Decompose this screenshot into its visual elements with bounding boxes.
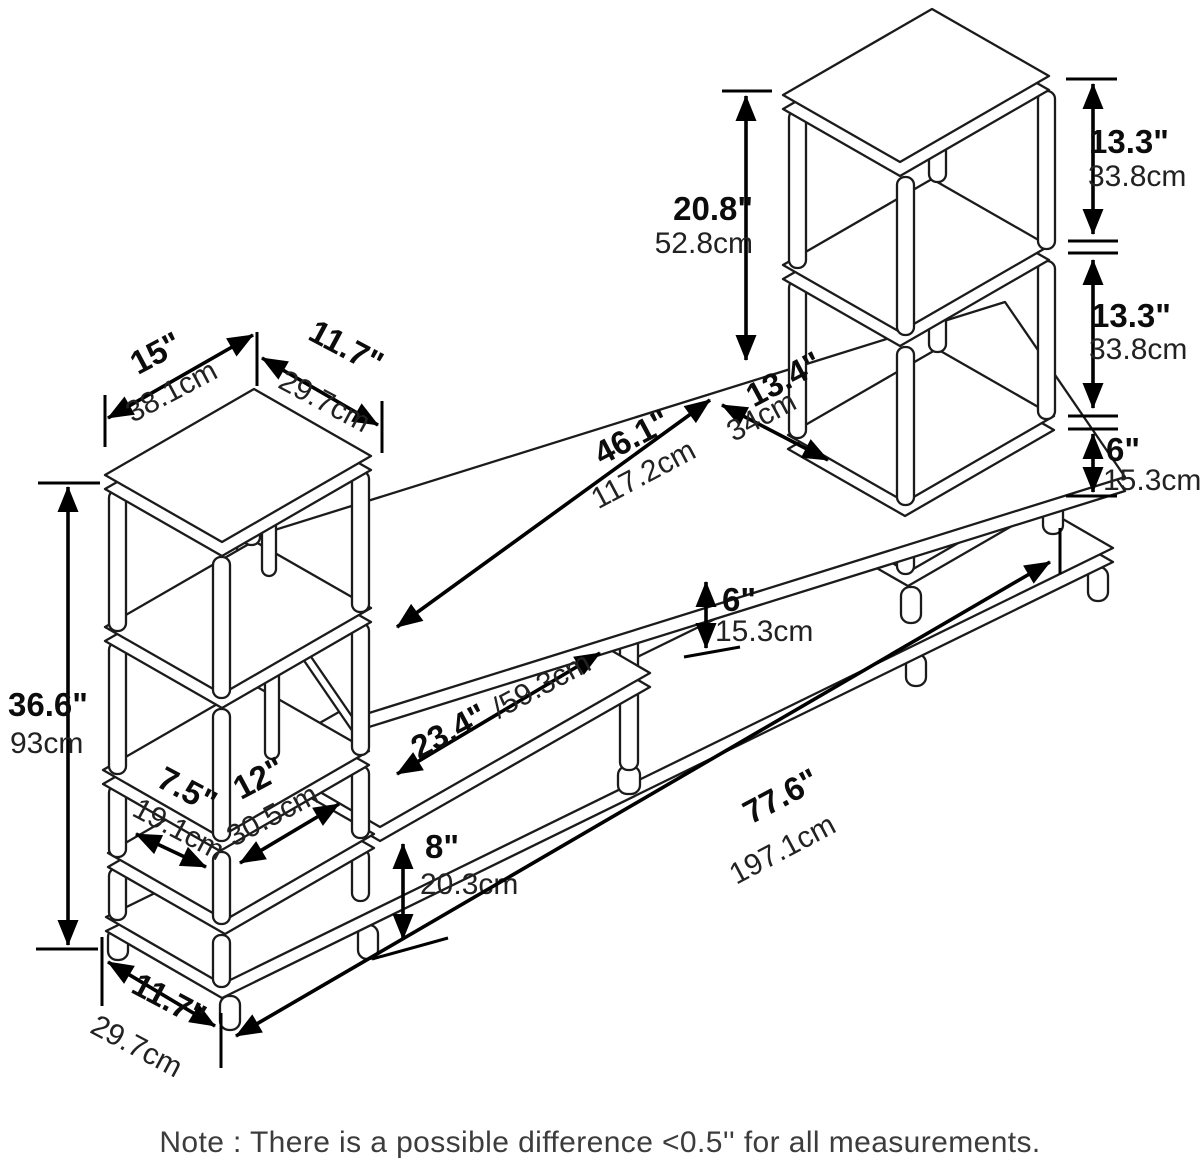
dim-20-8-inch: 20.8" [673, 190, 753, 227]
dim-20-8-cm: 52.8cm [655, 227, 753, 260]
dim-right-gap-upper: 13.3" 33.8cm [1066, 77, 1186, 255]
dim-36-6-cm: 93cm [10, 727, 83, 760]
dim-right-gap-lower: 13.3" 33.8cm [1068, 259, 1187, 431]
dim-77-6-cm: 197.1cm [724, 808, 841, 891]
dim-8-cm: 20.3cm [420, 868, 518, 901]
dim-6-right-inch: 6" [1106, 431, 1140, 468]
dim-13-3-lower-cm: 33.8cm [1089, 333, 1187, 366]
dim-13-3-lower-inch: 13.3" [1091, 297, 1171, 334]
dim-6-mid-inch: 6" [722, 581, 756, 618]
measurement-note: Note : There is a possible difference <0… [159, 1126, 1040, 1159]
right-tower [781, 7, 1057, 518]
dim-8-inch: 8" [425, 828, 459, 865]
dim-right-tower-height: 20.8" 52.8cm [655, 89, 772, 361]
dim-6-mid-cm: 15.3cm [715, 615, 813, 648]
dim-right-gap-bottom: 6" 15.3cm [1066, 431, 1200, 498]
dim-11-7-top-inch: 11.7" [303, 312, 389, 381]
dim-6-right-cm: 15.3cm [1103, 464, 1200, 497]
dim-36-6-inch: 36.6" [8, 686, 88, 723]
dim-overall-height: 36.6" 93cm [8, 481, 100, 951]
dim-13-3-upper-inch: 13.3" [1089, 123, 1169, 160]
dim-13-3-upper-cm: 33.8cm [1088, 160, 1186, 193]
